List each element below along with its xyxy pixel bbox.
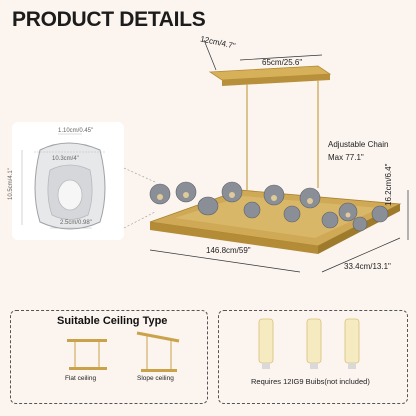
bulbs-caption: Requires 12IG9 Buibs(not included) (251, 377, 370, 386)
dim-length-line (149, 249, 301, 273)
shade-bottom-dim: 2.5cm/0.98" (60, 220, 92, 226)
dim-canopy-length: 65cm/25.6" (262, 58, 303, 67)
bulb-icon (306, 318, 322, 369)
ceiling-type-panel: Suitable Ceiling Type Flat ceiling Slope… (10, 310, 208, 404)
bulbs-panel: Requires 12IG9 Buibs(not included) (218, 310, 408, 404)
page-title: PRODUCT DETAILS (12, 8, 206, 31)
bulb-icon (344, 318, 360, 369)
ceiling-type-title: Suitable Ceiling Type (57, 315, 168, 327)
dim-length: 146.8cm/59" (206, 246, 251, 255)
dim-canopy-length-line (239, 54, 323, 61)
shade-height-dim: 10.5cm/4.1" (8, 168, 14, 200)
bulb-icon (258, 318, 274, 369)
slope-ceiling-label: Slope ceiling (137, 375, 174, 382)
dim-height: 16.2cm/6.4" (384, 163, 393, 206)
dim-width: 33.4cm/13.1" (344, 262, 391, 271)
shade-glass-icon (21, 133, 156, 230)
flat-ceiling-icon (67, 339, 107, 370)
ceiling-icons (67, 331, 180, 372)
dim-chain: Adjustable Chain Max 77.1" (328, 140, 389, 162)
flat-ceiling-label: Flat ceiling (65, 375, 97, 382)
bulbs-icons (258, 318, 360, 369)
shade-diameter-dim: 10.3cm/4" (52, 156, 79, 162)
dim-canopy-width-line (203, 39, 217, 71)
slope-ceiling-icon (136, 331, 180, 372)
dim-width-line (321, 237, 401, 273)
canopy-icon (208, 65, 332, 86)
shade-top-dim: 1.10cm/0.45" (58, 128, 94, 134)
